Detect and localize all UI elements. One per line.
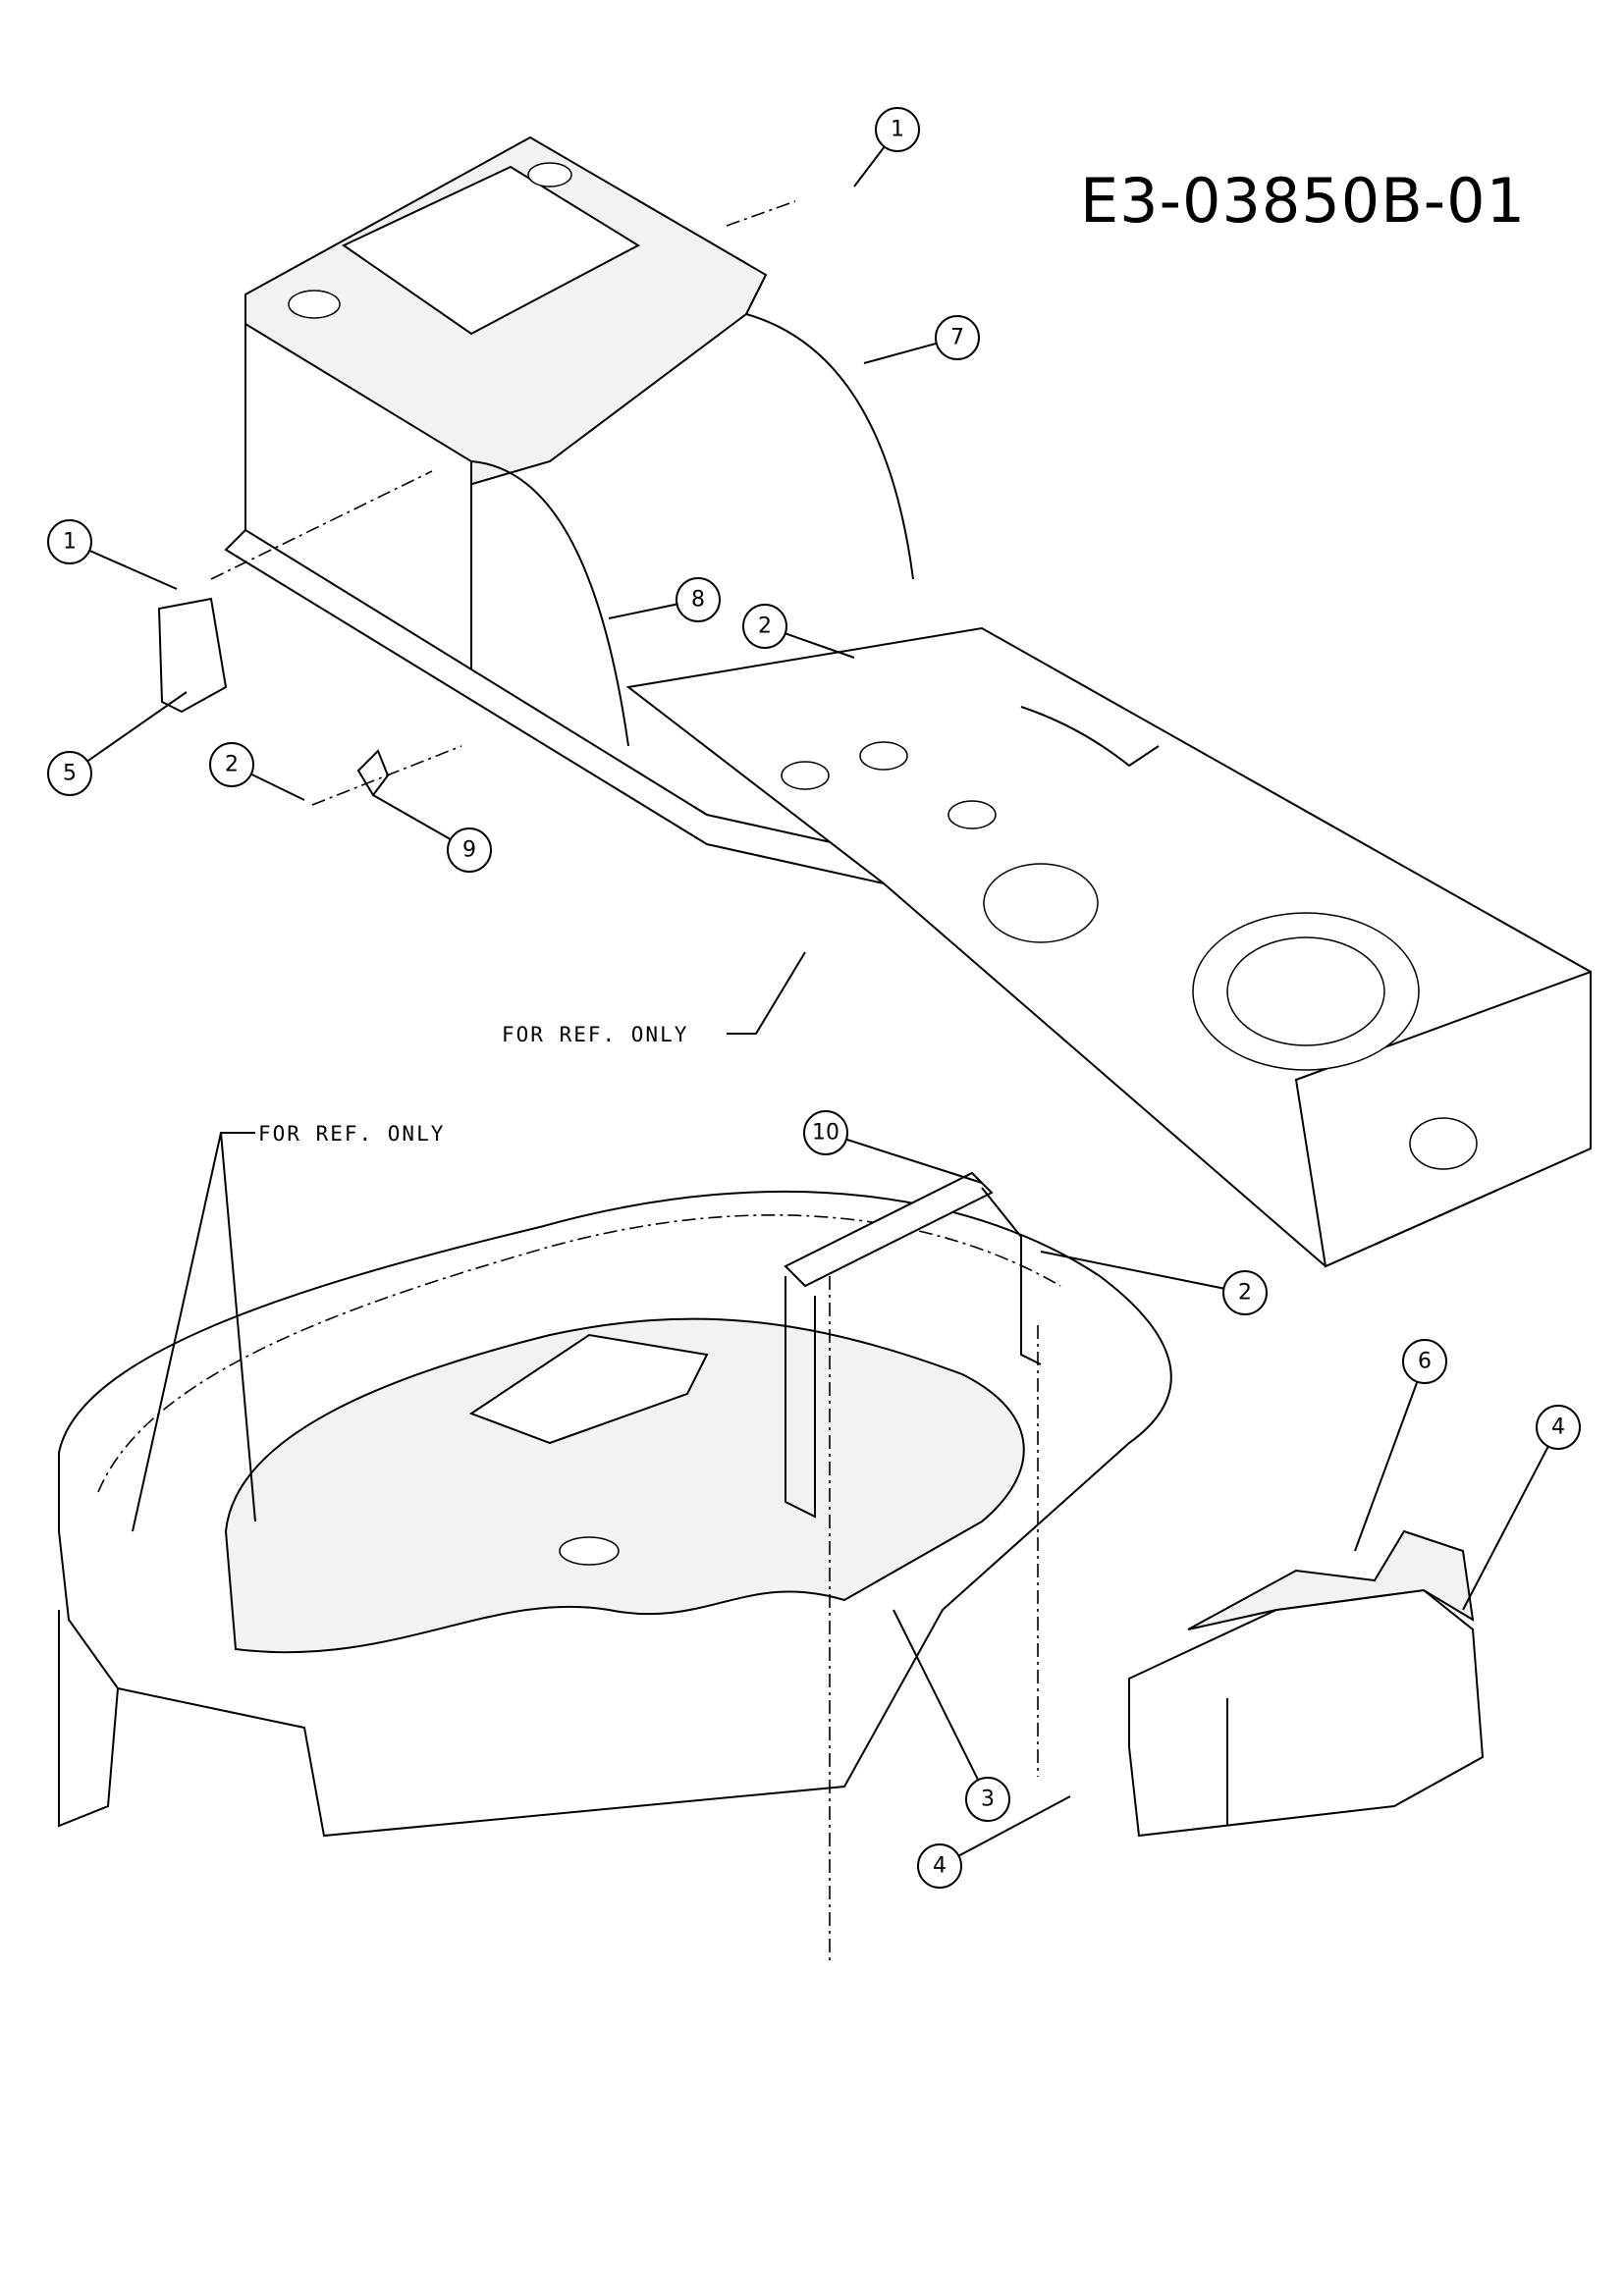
callout-circle: [917, 1843, 962, 1889]
leader-line: [957, 1795, 1071, 1857]
leader-line: [86, 691, 188, 763]
callout-8: 8: [608, 577, 721, 622]
part-10-handle: [784, 1171, 1042, 1519]
leader-line: [88, 549, 178, 590]
callout-circle: [1402, 1339, 1447, 1384]
callout-number: 2: [1238, 1281, 1252, 1306]
callout-circle: [935, 315, 980, 360]
callout-number: 6: [1418, 1350, 1432, 1374]
leader-line: [250, 773, 305, 801]
callout-6: 6: [1354, 1339, 1447, 1552]
leader-line: [1462, 1446, 1549, 1611]
callout-circle: [209, 742, 254, 787]
tractor-frame: [224, 135, 1592, 1268]
callout-2: 2: [209, 742, 305, 801]
callout-10: 10: [803, 1110, 983, 1184]
leader-line: [1354, 1381, 1419, 1552]
leader-line: [845, 1138, 983, 1184]
callout-1: 1: [853, 107, 920, 187]
callout-4: 4: [1462, 1405, 1581, 1611]
callout-number: 3: [981, 1788, 995, 1812]
callout-number: 4: [933, 1854, 947, 1879]
part-9-bracket: [356, 749, 390, 797]
part-5-plate: [157, 597, 228, 714]
leader-line: [1040, 1251, 1224, 1290]
callout-number: 1: [63, 530, 77, 555]
leader-line: [893, 1609, 980, 1781]
callout-1: 1: [47, 519, 178, 590]
callout-4: 4: [917, 1795, 1071, 1889]
leader-line: [608, 603, 677, 619]
callout-5: 5: [47, 691, 188, 796]
leader-line: [372, 794, 452, 840]
mower-deck: [58, 1190, 1172, 1838]
callout-number: 2: [758, 614, 772, 639]
ref-note-deck: FOR REF. ONLY: [258, 1122, 445, 1146]
callout-circle: [875, 107, 920, 152]
callout-circle: [965, 1777, 1010, 1822]
callout-number: 1: [891, 118, 904, 142]
callout-number: 2: [225, 753, 239, 777]
ref-note-frame: FOR REF. ONLY: [502, 1023, 688, 1046]
callout-circle: [47, 519, 92, 564]
callout-number: 10: [812, 1121, 839, 1146]
callout-circle: [803, 1110, 848, 1155]
leader-line: [853, 145, 886, 187]
leader-line: [863, 342, 938, 364]
callout-circle: [676, 577, 721, 622]
callout-3: 3: [893, 1609, 1010, 1822]
part-6-belt-cover: [1128, 1529, 1485, 1838]
callout-circle: [47, 751, 92, 796]
callout-7: 7: [863, 315, 980, 364]
callout-circle: [742, 604, 787, 649]
callout-2: 2: [1040, 1251, 1268, 1315]
callout-number: 5: [63, 762, 77, 786]
callout-number: 7: [950, 326, 964, 350]
drawing-number: E3-03850B-01: [1080, 165, 1527, 237]
leader-line: [785, 632, 855, 659]
callout-circle: [1222, 1270, 1268, 1315]
callout-2: 2: [742, 604, 855, 659]
callout-number: 9: [462, 838, 476, 863]
callout-9: 9: [372, 794, 492, 873]
callout-circle: [447, 828, 492, 873]
callout-number: 8: [691, 588, 705, 613]
callout-number: 4: [1551, 1415, 1565, 1440]
callout-circle: [1536, 1405, 1581, 1450]
